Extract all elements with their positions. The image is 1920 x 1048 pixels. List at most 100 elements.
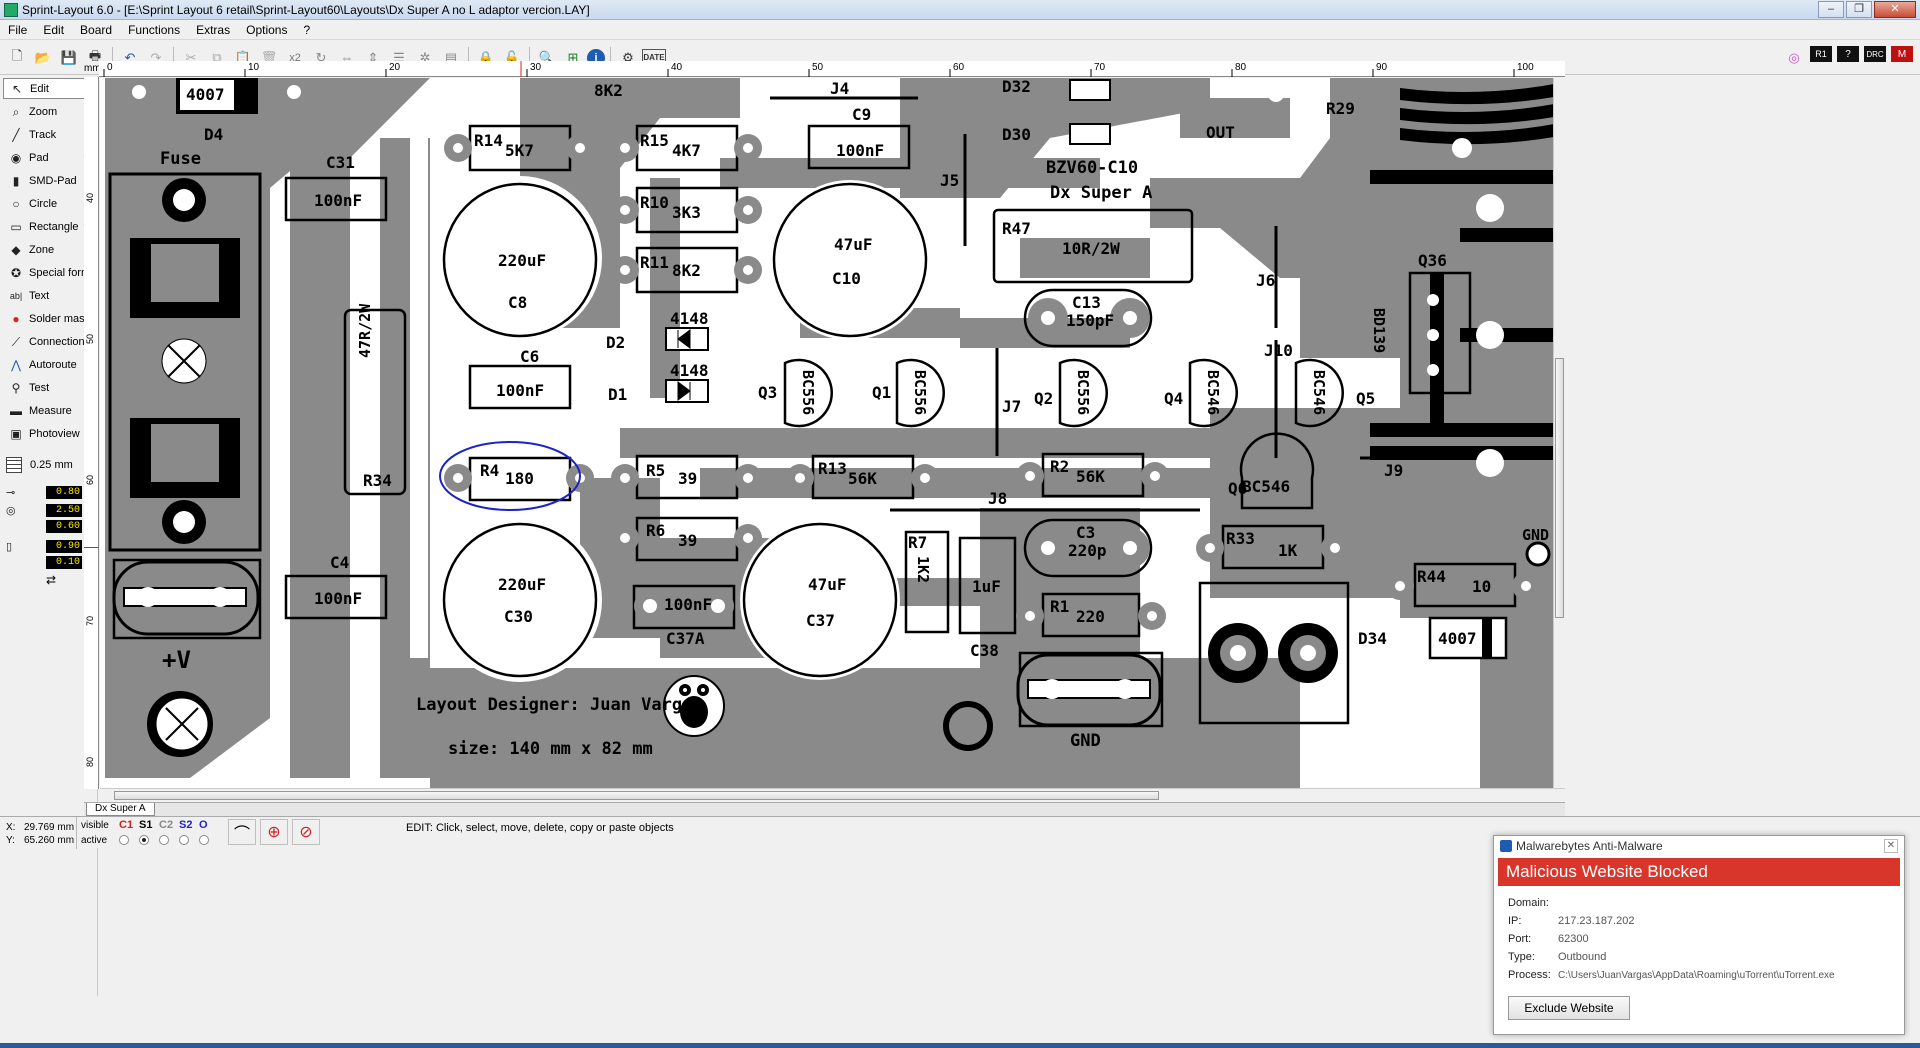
menu-help[interactable]: ? <box>303 22 311 37</box>
drc-icon[interactable]: DRC <box>1864 46 1886 62</box>
popup-close-button[interactable]: ✕ <box>1884 839 1898 853</box>
exclude-website-button[interactable]: Exclude Website <box>1508 996 1630 1020</box>
layer-o[interactable]: O <box>199 819 208 831</box>
group-icon[interactable]: ▤ <box>444 49 458 65</box>
active-layer-radio[interactable] <box>159 835 169 845</box>
undo-icon[interactable]: ↶ <box>124 49 136 65</box>
scroll-thumb[interactable] <box>114 791 1159 800</box>
rotate-icon[interactable]: ↻ <box>315 49 327 65</box>
track-width-param[interactable]: ⊸0.80 <box>0 484 97 500</box>
grid-setting[interactable]: 0.25 mm <box>0 454 97 476</box>
pad-inner-param[interactable]: 0.60 <box>0 518 97 534</box>
smd-width-param[interactable]: ▯0.90 <box>0 538 97 554</box>
tool-label: Zone <box>29 243 55 256</box>
active-layer-radio[interactable] <box>199 835 209 845</box>
layer-s1[interactable]: S1 <box>139 819 153 831</box>
scroll-thumb[interactable] <box>1555 358 1564 618</box>
tool-photoview[interactable]: ▣Photoview <box>3 423 94 444</box>
new-file-icon[interactable]: 🗋 <box>11 47 23 63</box>
layer-c1[interactable]: C1 <box>119 819 134 831</box>
snap-icon[interactable]: ✲ <box>419 49 431 65</box>
menu-board[interactable]: Board <box>80 22 113 37</box>
cut-icon[interactable]: ✂ <box>185 49 197 65</box>
r1-icon[interactable]: R1 <box>1810 46 1832 62</box>
save-icon[interactable]: 💾 <box>60 49 78 65</box>
menu-edit[interactable]: Edit <box>43 22 65 37</box>
tool-autoroute[interactable]: ⋀Autoroute <box>3 354 94 375</box>
comp-ref: R4 <box>480 461 499 480</box>
no-track-icon[interactable]: ⊘ <box>292 819 320 845</box>
zoom-fit-icon[interactable]: ⊞ <box>567 49 579 65</box>
ring-icon[interactable]: ◎ <box>1788 50 1800 65</box>
pad-outer-param[interactable]: ◎ 2.50 <box>0 502 97 518</box>
tool-solder-mask[interactable]: ●Solder mask <box>3 308 94 329</box>
pcb-canvas[interactable]: Fuse Layout Designer: Juan Vargas size: … <box>100 78 1565 788</box>
align-icon[interactable]: ☰ <box>393 49 405 65</box>
macro-icon[interactable]: M <box>1891 46 1913 62</box>
smd-height-param[interactable]: 0.10 <box>0 554 97 570</box>
vertical-scrollbar[interactable] <box>1553 78 1565 788</box>
smd-height-value[interactable]: 0.10 <box>46 555 82 569</box>
minimize-button[interactable]: – <box>1818 1 1844 18</box>
layer-s2[interactable]: S2 <box>179 819 193 831</box>
layer-c2[interactable]: C2 <box>159 819 174 831</box>
paste-icon[interactable]: 📋 <box>234 49 252 65</box>
open-folder-icon[interactable]: 📂 <box>34 49 52 65</box>
pad-inner-value[interactable]: 0.60 <box>46 519 82 533</box>
tool-circle[interactable]: ○Circle <box>3 193 94 214</box>
comp-ref: R11 <box>640 253 669 272</box>
tool-text[interactable]: ab|Text <box>3 285 94 306</box>
top-ruler: 0 10 20 30 40 50 60 70 80 90 100 <box>99 61 1565 77</box>
redo-icon[interactable]: ↷ <box>150 49 162 65</box>
tool-edit[interactable]: ↖Edit <box>3 78 94 99</box>
zoom-icon[interactable]: 🔍 <box>538 49 556 65</box>
active-label: active <box>81 835 108 846</box>
active-layer-radio[interactable] <box>179 835 189 845</box>
label-vplus: +V <box>162 646 191 674</box>
tool-track[interactable]: ╱Track <box>3 124 94 145</box>
track-width-value[interactable]: 0.80 <box>46 485 82 499</box>
delete-icon[interactable]: 🗑 <box>260 49 278 65</box>
tool-label: Connections <box>29 335 91 348</box>
tool-zone[interactable]: ◆Zone <box>3 239 94 260</box>
copy-icon[interactable]: ⧉ <box>212 49 222 65</box>
help-icon[interactable]: ? <box>1837 46 1859 62</box>
active-layer-radio[interactable] <box>119 835 129 845</box>
menu-functions[interactable]: Functions <box>128 22 181 37</box>
tool-pad[interactable]: ◉Pad▼ <box>3 147 94 168</box>
close-button[interactable]: ✕ <box>1874 1 1916 18</box>
comp-val: 10 <box>1472 577 1491 596</box>
unlock-icon[interactable]: 🔓 <box>503 49 521 65</box>
tool-test[interactable]: ⚲Test <box>3 377 94 398</box>
lock-icon[interactable]: 🔒 <box>477 49 495 65</box>
board-tabs: Dx Super A <box>84 802 1565 816</box>
settings-icon[interactable]: ⚙ <box>622 49 634 65</box>
tab-board[interactable]: Dx Super A <box>86 803 155 816</box>
toolbar-separator <box>468 46 469 69</box>
comp-ref: D34 <box>1358 629 1387 648</box>
pad-outer-value[interactable]: 2.50 <box>46 503 82 517</box>
duplicate-button[interactable]: x2 <box>289 51 301 64</box>
mirror-vertical-icon[interactable]: ⇕ <box>367 49 379 65</box>
restore-button[interactable]: ❐ <box>1846 1 1872 18</box>
print-icon[interactable]: 🖶 <box>88 47 102 63</box>
tool-rectangle[interactable]: ▭Rectangle▼ <box>3 216 94 237</box>
tool-label: Solder mask <box>29 312 91 325</box>
rubberband-icon[interactable]: ⌒ <box>228 819 256 845</box>
menu-extras[interactable]: Extras <box>196 22 231 37</box>
tool-measure[interactable]: ▬Measure <box>3 400 94 421</box>
menu-options[interactable]: Options <box>246 22 288 37</box>
menu-file[interactable]: File <box>8 22 28 37</box>
pcb-board[interactable]: Fuse Layout Designer: Juan Vargas size: … <box>100 78 1565 788</box>
active-layer-radio[interactable] <box>139 835 149 845</box>
smd-width-value[interactable]: 0.90 <box>46 539 82 553</box>
swap-param[interactable]: ⇄ <box>0 572 97 588</box>
tool-zoom[interactable]: ⌕Zoom <box>3 101 94 122</box>
tool-special-form[interactable]: ✪Special form <box>3 262 94 283</box>
horizontal-scrollbar[interactable] <box>100 788 1565 802</box>
crosshair-icon[interactable]: ⊕ <box>260 819 288 845</box>
tool-smd-pad[interactable]: ▮SMD-Pad <box>3 170 94 191</box>
pad-size-icon: ◎ <box>6 504 16 517</box>
swap-icon[interactable]: ⇄ <box>46 573 57 587</box>
tool-connections[interactable]: ⟋Connections <box>3 331 94 352</box>
